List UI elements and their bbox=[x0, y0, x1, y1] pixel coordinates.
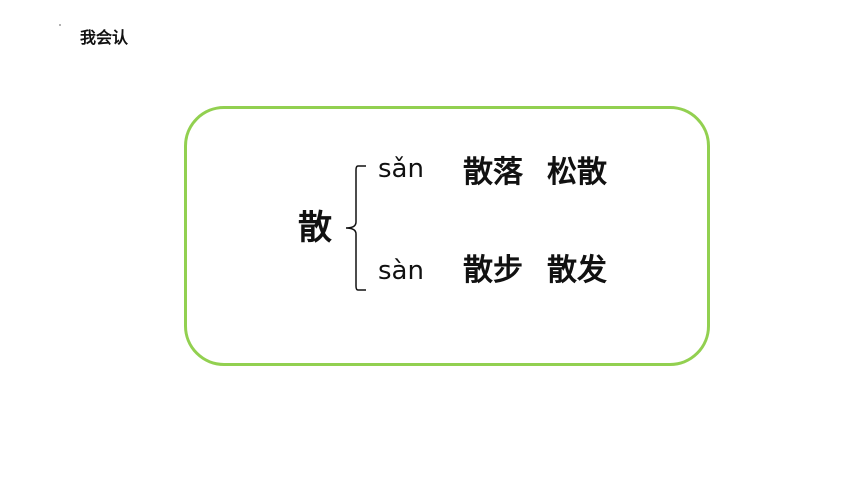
word-reading-1-a: 散落 bbox=[463, 155, 523, 190]
word-reading-2-a: 散步 bbox=[463, 253, 523, 288]
pinyin-reading-2: sàn bbox=[378, 256, 424, 286]
pinyin-reading-1: sǎn bbox=[378, 154, 424, 184]
section-title: 我会认 bbox=[80, 28, 129, 47]
word-reading-2-b: 散发 bbox=[547, 253, 607, 288]
main-character: 散 bbox=[298, 208, 332, 248]
brace-icon bbox=[345, 165, 366, 291]
word-reading-1-b: 松散 bbox=[547, 155, 607, 190]
character-card bbox=[184, 106, 710, 366]
decorative-dot bbox=[59, 24, 61, 26]
